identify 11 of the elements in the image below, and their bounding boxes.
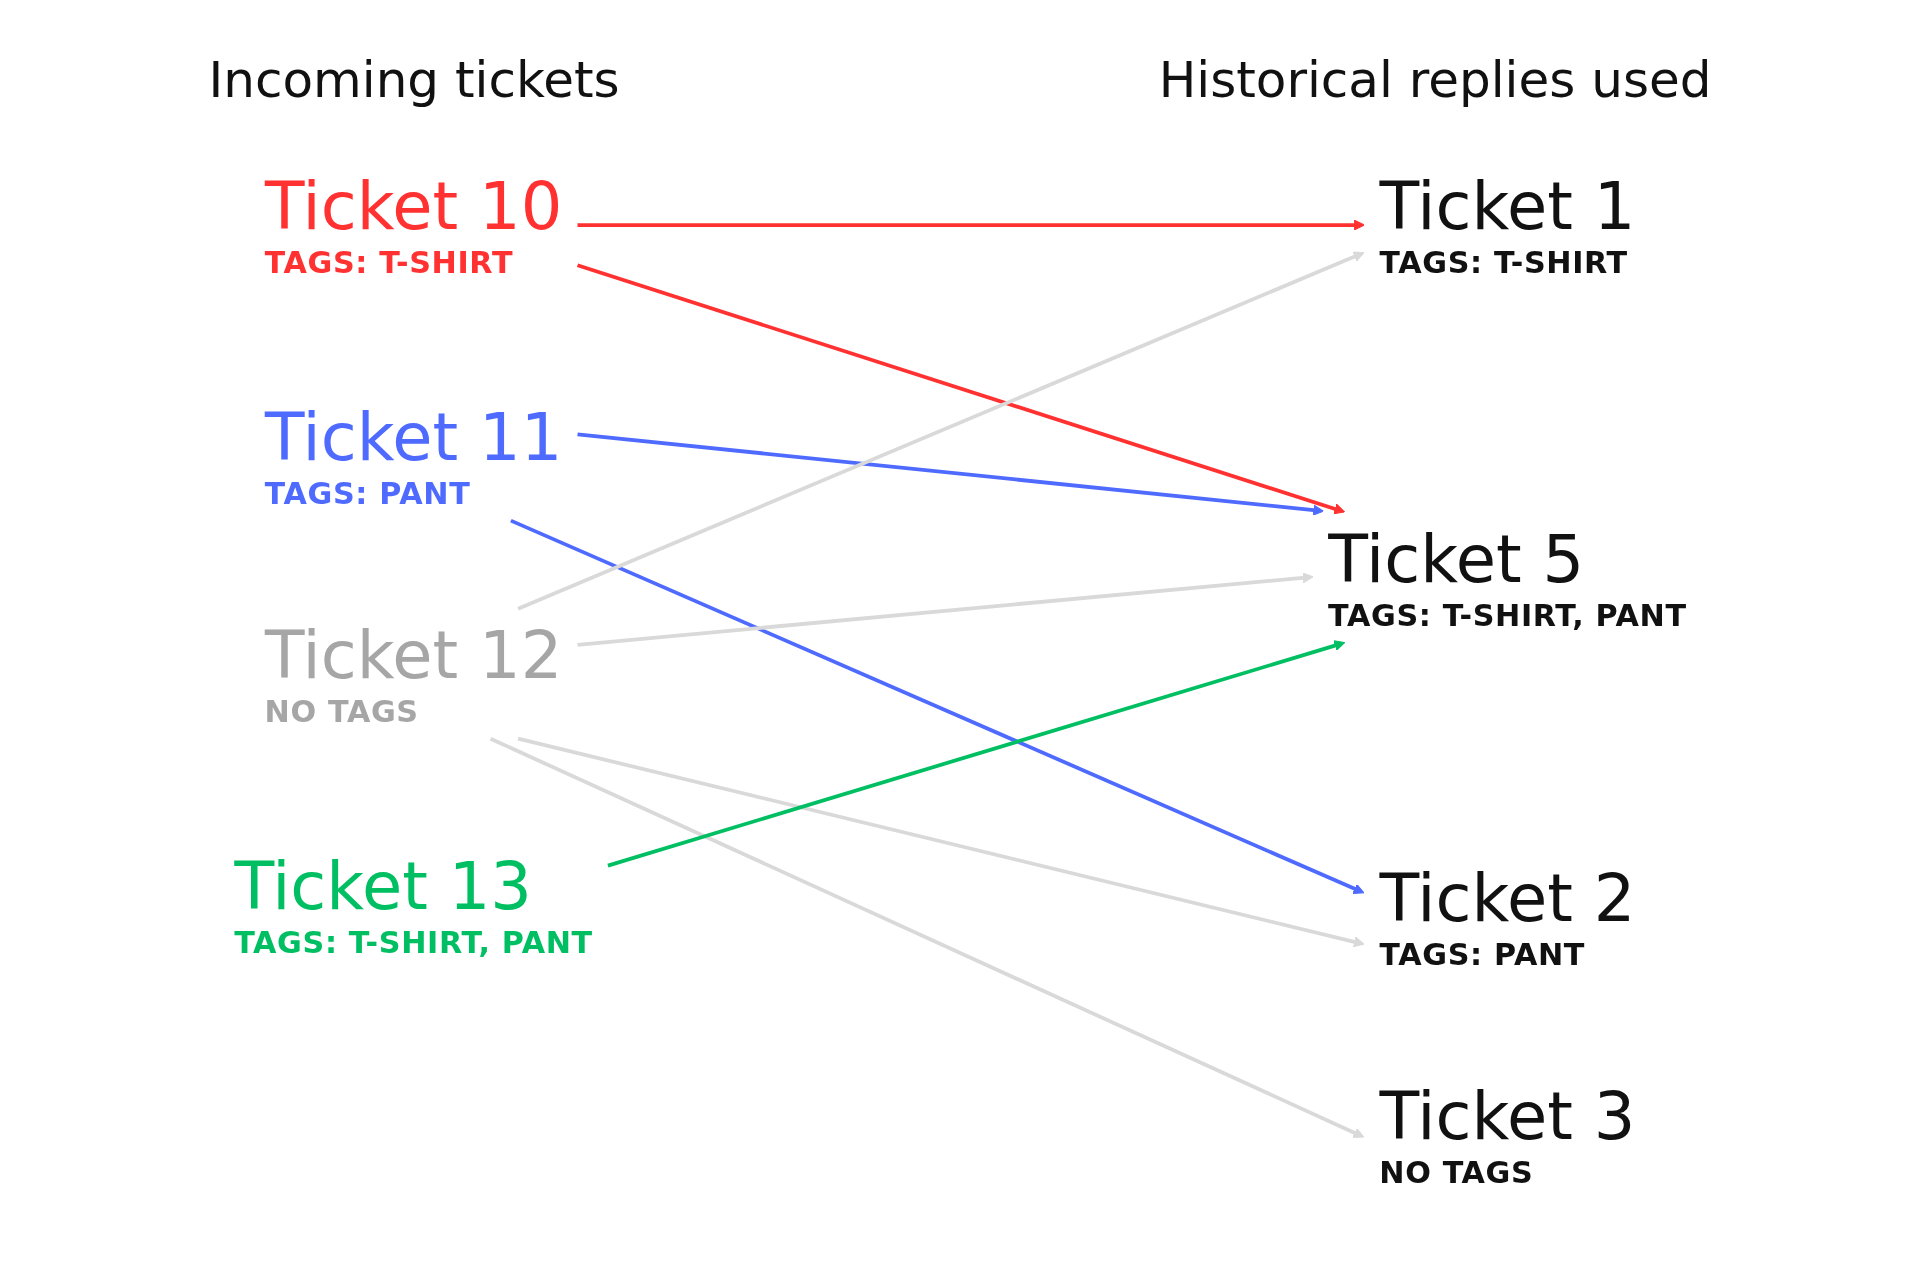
arrow <box>509 518 1364 894</box>
column-heading: Incoming tickets <box>208 50 620 110</box>
arrow <box>516 251 1364 611</box>
arrow <box>489 736 1364 1138</box>
arrow <box>517 736 1365 948</box>
arrow <box>576 263 1345 515</box>
arrow <box>577 219 1365 231</box>
arrow <box>606 640 1345 868</box>
column-heading: Historical replies used <box>1158 50 1712 110</box>
arrow <box>576 572 1313 647</box>
arrow <box>576 432 1324 516</box>
